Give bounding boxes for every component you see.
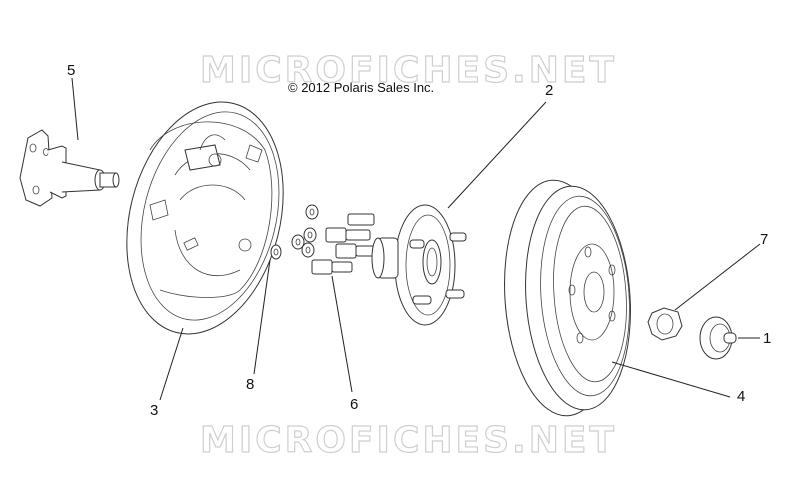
nut-part <box>647 243 761 341</box>
callout-6: 6 <box>350 396 359 413</box>
watermark-bottom: MICROFICHES.NET <box>199 419 617 461</box>
watermark-top: MICROFICHES.NET <box>199 49 617 91</box>
spindle-part <box>19 77 120 207</box>
hub-part <box>371 101 547 326</box>
cap-part <box>699 316 760 360</box>
callout-8: 8 <box>246 376 255 393</box>
callout-7: 7 <box>760 231 769 248</box>
callout-4: 4 <box>737 388 746 405</box>
callout-5: 5 <box>67 62 76 79</box>
drum-part <box>504 179 731 417</box>
callout-1: 1 <box>763 330 772 347</box>
bolts-part <box>291 204 375 393</box>
callout-2: 2 <box>545 82 554 99</box>
backing-plate-part <box>126 101 284 401</box>
copyright-notice: © 2012 Polaris Sales Inc. <box>288 80 435 95</box>
callout-3: 3 <box>150 402 159 419</box>
washer-part <box>253 244 282 375</box>
